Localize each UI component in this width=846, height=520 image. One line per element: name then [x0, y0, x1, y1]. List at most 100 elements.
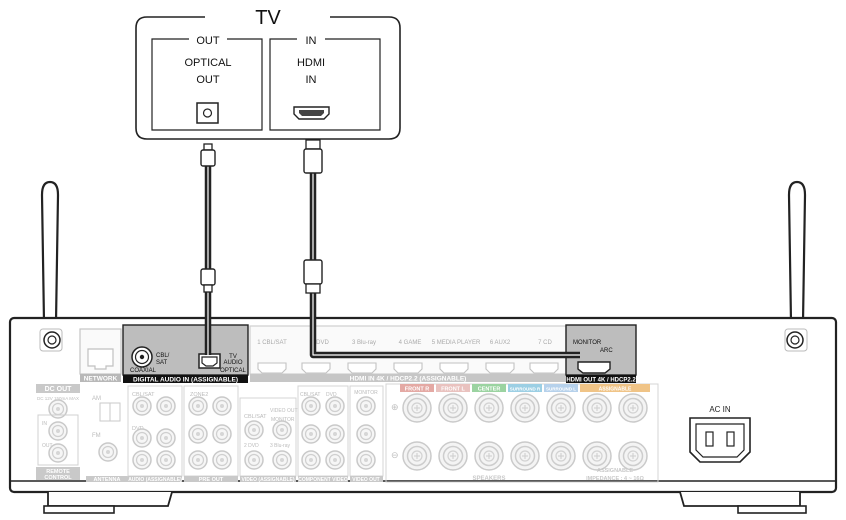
coaxial-jack-icon[interactable] — [131, 346, 153, 368]
zone2-label: ZONE2 — [190, 392, 208, 398]
hdmi-port-label-2: 2 DVD — [311, 340, 329, 346]
video-source-1: CBL/SAT — [244, 414, 267, 420]
hdmi-in-port-3-icon[interactable] — [347, 362, 377, 374]
optical-plug-top-icon — [200, 143, 216, 167]
monitor-out-label: VIDEO OUT — [352, 477, 380, 483]
optical-cable — [200, 143, 216, 355]
assignable-label: ASSIGNABLE — [597, 468, 633, 474]
center-tag — [472, 384, 506, 392]
hdmi-port-label-3: 3 Blu-ray — [352, 340, 376, 346]
assignable-tag — [580, 384, 650, 392]
pre-out-block: ZONE2 PRE OUT — [183, 385, 239, 483]
hdmi-plug-top-icon — [303, 139, 323, 174]
remote-control-label-2: CONTROL — [44, 475, 72, 481]
hdmi-cable — [303, 139, 580, 359]
left-screw-icon — [43, 331, 61, 349]
tv-panel: TV OUT OPTICAL OUT IN HDMI IN — [135, 7, 401, 140]
optical-plug-bottom-icon — [200, 268, 216, 293]
pre-out-label: PRE OUT — [199, 477, 224, 483]
hdmi-in-panel: HDMI IN 4K / HDCP2.2 (ASSIGNABLE) 1 CBL/… — [249, 325, 567, 383]
assignable-tag-label: ASSIGNABLE — [599, 387, 632, 393]
right-screw-icon — [786, 331, 804, 349]
coaxial-label: COAXIAL — [130, 368, 157, 374]
impedance-label: IMPEDANCE : 4 ~ 16Ω — [586, 476, 644, 482]
svg-text:⊕: ⊕ — [391, 402, 399, 412]
front-r-tag — [400, 384, 434, 392]
speakers-label: SPEAKERS — [472, 476, 505, 482]
component-video-block: CBL/SAT DVD COMPONENT VIDEO — [297, 385, 349, 483]
tv-in-label: IN — [306, 35, 317, 47]
audio-source-2: DVD — [132, 426, 144, 432]
antenna-terminals: AM FM ANTENNA — [86, 396, 128, 483]
optical-label: OPTICAL — [220, 368, 246, 374]
monitor-out-block: MONITOR VIDEO OUT — [349, 385, 384, 483]
tv-optical-out-label: OUT — [196, 74, 220, 86]
optical-source-1: TV — [229, 354, 237, 360]
left-antenna-icon — [40, 180, 60, 330]
component-video-label: COMPONENT VIDEO — [298, 477, 348, 483]
tv-out-section: OUT OPTICAL OUT — [151, 35, 263, 131]
center-label: CENTER — [478, 387, 501, 393]
hdmi-in-port-7-icon[interactable] — [529, 362, 559, 374]
network-port[interactable]: NETWORK — [79, 328, 122, 383]
hdmi-in-port-2-icon[interactable] — [301, 362, 331, 374]
antenna-am-label: AM — [92, 396, 101, 402]
ac-in-block: AC IN — [689, 405, 751, 463]
remote-control-label-1: REMOTE — [46, 469, 70, 475]
remote-out-label: OUT — [42, 443, 53, 449]
tv-in-section: IN HDMI IN — [269, 35, 381, 131]
video-bottom-2: 3 Blu-ray — [270, 443, 291, 449]
digital-audio-in-label: DIGITAL AUDIO IN (ASSIGNABLE) — [133, 377, 238, 384]
hdmi-out-arc-label: ARC — [600, 348, 613, 354]
video-bottom-1: 2 DVD — [244, 443, 259, 449]
tv-hdmi-in-label: IN — [306, 74, 317, 86]
hdmi-in-port-1-icon[interactable] — [257, 362, 287, 374]
hdmi-port-label-7: 7 CD — [538, 340, 552, 346]
surround-r-label: SURROUND R — [510, 387, 541, 392]
front-l-label: FRONT L — [441, 387, 465, 393]
dc-out-block: DC OUT DC 12V 150mA MAX — [36, 384, 80, 419]
hdmi-in-port-4-icon[interactable] — [393, 362, 423, 374]
svg-text:⊖: ⊖ — [391, 450, 399, 460]
hdmi-out-panel: HDMI OUT 4K / HDCP2.2 MONITOR ARC — [565, 324, 637, 384]
hdmi-port-label-5: 5 MEDIA PLAYER — [432, 340, 481, 346]
coaxial-source-1: CBL/ — [156, 353, 170, 359]
hdmi-port-label-1: 1 CBL/SAT — [257, 340, 287, 346]
hdmi-in-port-icon[interactable] — [293, 106, 330, 120]
audio-assignable-label: AUDIO (ASSIGNABLE) — [128, 477, 182, 483]
front-r-label: FRONT R — [405, 387, 429, 393]
tv-optical-label: OPTICAL — [184, 57, 231, 69]
hdmi-out-port-label: MONITOR — [573, 340, 602, 346]
surround-l-label: SURROUND L — [546, 387, 576, 392]
video-assignable-block: CBL/SAT VIDEO OUT MONITOR 2 DVD 3 Blu-ra… — [239, 397, 298, 483]
surround-l-tag — [544, 384, 578, 392]
optical-source-2: AUDIO — [223, 360, 242, 366]
tv-hdmi-label: HDMI — [297, 57, 325, 69]
optical-out-port-icon[interactable] — [196, 102, 219, 124]
right-antenna-icon — [787, 180, 807, 330]
ac-in-label: AC IN — [709, 405, 731, 414]
tv-out-label: OUT — [196, 35, 220, 47]
monitor-label: MONITOR — [354, 390, 378, 396]
remote-control-block: IN OUT REMOTE CONTROL — [36, 414, 80, 481]
front-l-tag — [436, 384, 470, 392]
audio-source-1: CBL/SAT — [132, 392, 155, 398]
surround-r-tag — [508, 384, 542, 392]
optical-in-port-icon[interactable] — [198, 353, 221, 369]
hdmi-out-port-icon[interactable] — [577, 361, 611, 374]
dc-out-sub: DC 12V 150mA MAX — [37, 396, 79, 401]
audio-assignable-block: CBL/SAT DVD AUDIO (ASSIGNABLE) — [127, 385, 183, 483]
component-source-2: DVD — [326, 392, 337, 398]
dc-out-title: DC OUT — [45, 386, 73, 393]
hdmi-plug-bottom-icon — [303, 259, 323, 294]
coaxial-source-2: SAT — [156, 360, 168, 366]
hdmi-in-port-5-icon[interactable] — [439, 362, 469, 374]
video-assignable-label: VIDEO (ASSIGNABLE) — [241, 477, 294, 483]
hdmi-out-label: HDMI OUT 4K / HDCP2.2 — [566, 378, 636, 384]
ac-inlet-icon[interactable] — [689, 417, 751, 463]
hdmi-in-port-6-icon[interactable] — [485, 362, 515, 374]
antenna-fm-label: FM — [92, 433, 101, 439]
video-out-label: VIDEO OUT — [270, 408, 298, 414]
hdmi-in-label: HDMI IN 4K / HDCP2.2 (ASSIGNABLE) — [350, 376, 467, 383]
